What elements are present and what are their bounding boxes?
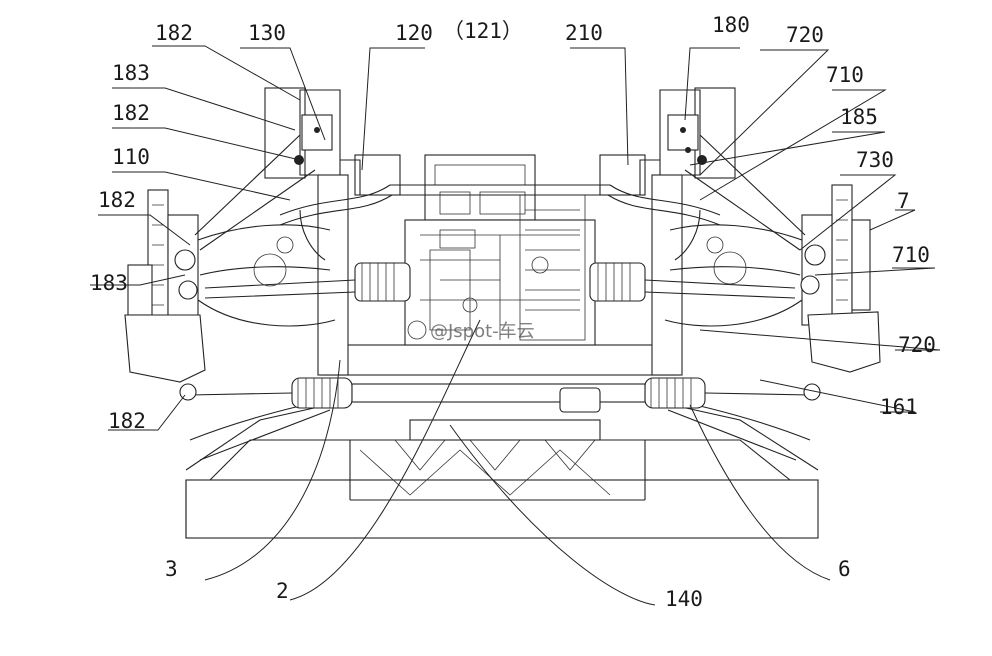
label-182-lower-left: 182 [98,188,136,212]
base-frame [185,394,819,539]
label-183-upper: 183 [112,61,150,85]
label-6: 6 [838,557,851,581]
leader-lines [90,45,941,606]
label-182-mid-left: 182 [112,101,150,125]
label-730: 730 [856,148,894,172]
label-180: 180 [712,13,750,37]
stabilizer-bar [279,184,721,261]
label-110: 110 [112,145,150,169]
reference-labels: 182 130 120 （121） 210 180 720 183 710 18… [90,13,936,611]
drive-shafts [204,262,796,302]
label-7: 7 [897,189,910,213]
label-130: 130 [248,21,286,45]
label-710-upper: 710 [826,63,864,87]
label-183-lower: 183 [90,271,128,295]
right-wheel-assembly [664,114,881,373]
left-wheel-assembly [124,114,336,383]
label-720-lower: 720 [898,333,936,357]
label-210: 210 [565,21,603,45]
label-121: （121） [443,19,523,43]
label-3: 3 [165,557,178,581]
label-161: 161 [880,395,918,419]
label-185: 185 [840,105,878,129]
steering-rack [179,377,821,413]
label-120: 120 [395,21,433,45]
drive-unit [404,154,596,346]
watermark-text: @Jspot-车云 [430,321,535,342]
label-182-top-left: 182 [155,21,193,45]
label-2: 2 [276,579,289,603]
label-182-bottom-left: 182 [108,409,146,433]
label-140: 140 [665,587,703,611]
label-720-top: 720 [786,23,824,47]
watermark: @Jspot-车云 [407,320,535,342]
label-710-lower: 710 [892,243,930,267]
